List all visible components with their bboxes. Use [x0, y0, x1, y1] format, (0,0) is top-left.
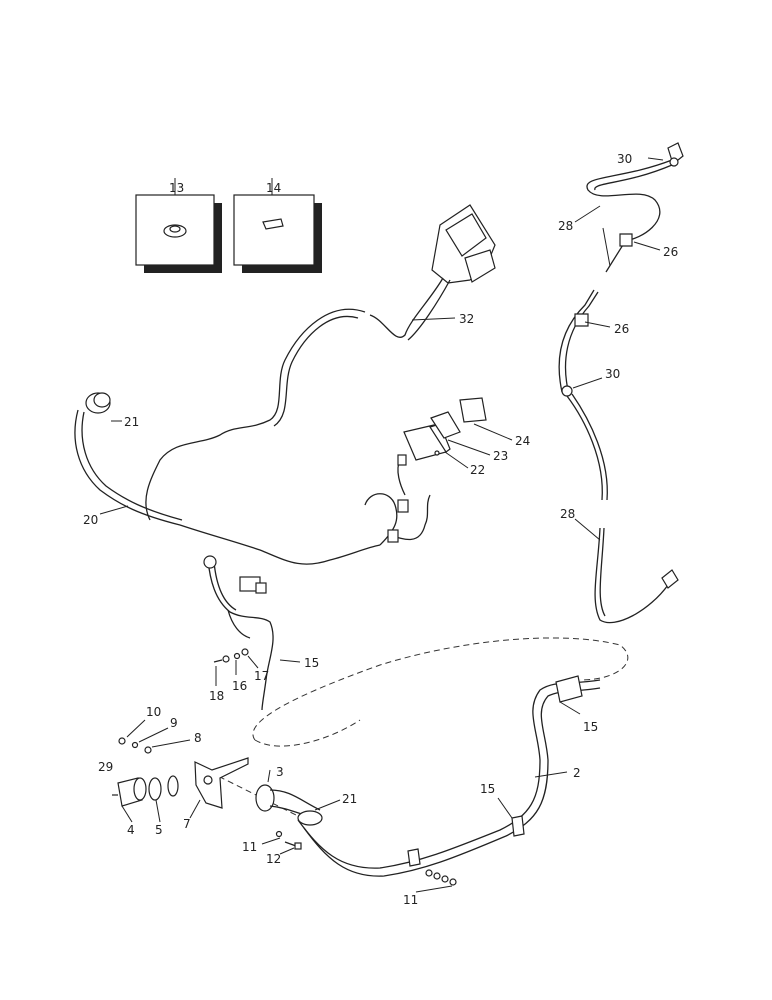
callout-5: 5	[155, 823, 163, 837]
label-24	[459, 397, 487, 423]
callout-30-mid: 30	[605, 367, 620, 381]
controller-32	[369, 204, 496, 341]
callout-22: 22	[470, 463, 485, 477]
callout-21-top: 21	[124, 415, 139, 429]
ring-5	[167, 775, 179, 797]
callout-2: 2	[573, 766, 581, 780]
module-22	[403, 423, 451, 461]
callout-15-bottom: 15	[480, 782, 495, 796]
washer-11	[275, 830, 283, 838]
callout-23: 23	[493, 449, 508, 463]
callout-8: 8	[194, 731, 202, 745]
callout-11-left: 11	[242, 840, 257, 854]
callout-28-mid: 28	[560, 507, 575, 521]
callout-28-top: 28	[558, 219, 573, 233]
washer-16	[233, 652, 241, 660]
callout-14: 14	[266, 181, 281, 195]
callout-10: 10	[146, 705, 161, 719]
callout-30-top: 30	[617, 152, 632, 166]
bolt-12	[284, 841, 302, 850]
hose-assembly-28	[558, 142, 684, 624]
nut-17	[241, 648, 249, 656]
inset-box-14	[233, 178, 322, 273]
callout-15-left: 15	[304, 656, 319, 670]
bracket-7	[194, 757, 249, 809]
nut-10	[118, 737, 126, 745]
screw-18	[213, 655, 230, 663]
washer-8	[144, 746, 152, 754]
callout-9: 9	[170, 716, 178, 730]
callout-12: 12	[266, 852, 281, 866]
grommet-4	[148, 777, 162, 801]
callout-21-bottom: 21	[342, 792, 357, 806]
plate-23	[430, 411, 461, 439]
callout-4: 4	[127, 823, 135, 837]
callout-32: 32	[459, 312, 474, 326]
callout-3: 3	[276, 765, 284, 779]
callout-24: 24	[515, 434, 530, 448]
callout-17: 17	[254, 669, 269, 683]
main-harness-20	[74, 308, 431, 711]
nuts-11	[425, 869, 457, 886]
callout-13: 13	[169, 181, 184, 195]
harness-2	[297, 675, 601, 877]
callout-18: 18	[209, 689, 224, 703]
callout-29: 29	[98, 760, 113, 774]
plug-29	[112, 777, 147, 807]
grommet-21	[297, 810, 323, 826]
callout-7: 7	[183, 817, 191, 831]
washer-9	[131, 741, 139, 749]
callout-15-right: 15	[583, 720, 598, 734]
callout-26-top: 26	[663, 245, 678, 259]
callout-16: 16	[232, 679, 247, 693]
inset-box-13	[135, 178, 222, 273]
callout-26-mid: 26	[614, 322, 629, 336]
callout-11-bottom: 11	[403, 893, 418, 907]
callout-20: 20	[83, 513, 98, 527]
